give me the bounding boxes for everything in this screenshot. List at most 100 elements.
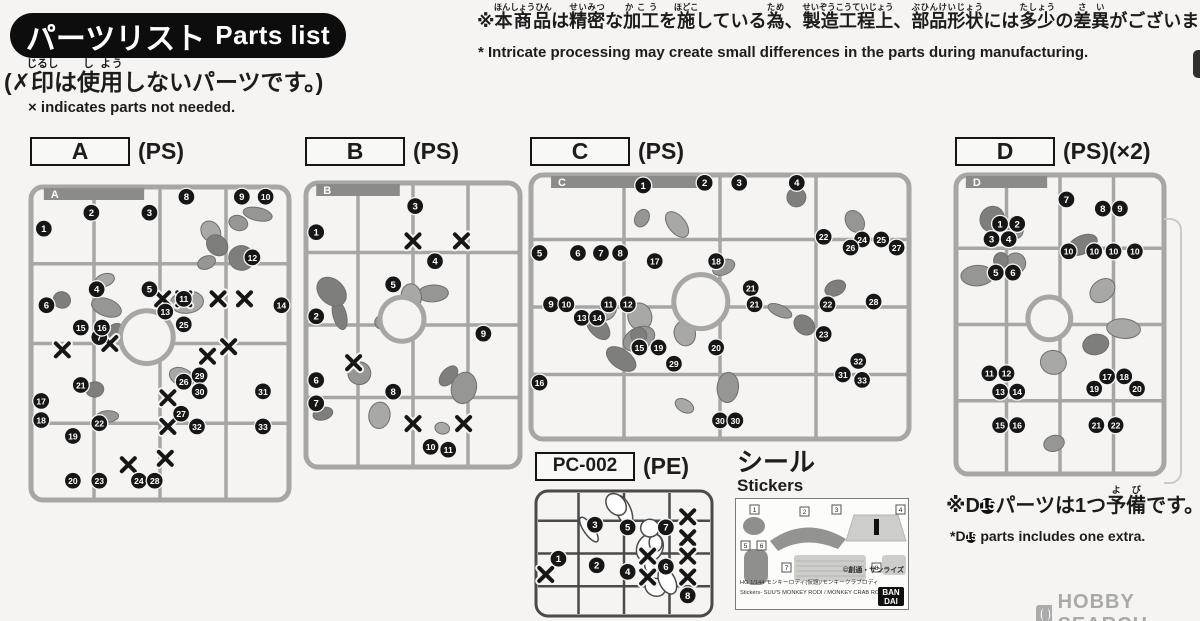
svg-text:17: 17 (650, 257, 660, 267)
svg-text:10: 10 (426, 442, 436, 452)
svg-text:18: 18 (1119, 372, 1129, 382)
svg-text:5: 5 (744, 543, 748, 550)
svg-text:4: 4 (899, 507, 903, 514)
svg-text:8: 8 (1100, 204, 1106, 215)
runner-b-material: (PS) (413, 137, 459, 164)
svg-text:7: 7 (97, 333, 102, 344)
svg-text:30: 30 (731, 416, 741, 426)
svg-text:21: 21 (1092, 421, 1102, 431)
svg-text:2: 2 (702, 178, 707, 189)
svg-text:31: 31 (838, 370, 848, 380)
svg-text:3: 3 (737, 178, 742, 189)
svg-text:B: B (323, 185, 331, 197)
svg-text:6: 6 (314, 376, 319, 387)
svg-text:13: 13 (577, 313, 587, 323)
runner-b-letter: B (346, 137, 364, 164)
svg-text:4: 4 (432, 257, 438, 268)
runner-pc002-header: PC-002 (PE) (535, 451, 689, 481)
svg-text:12: 12 (248, 253, 258, 263)
svg-text:25: 25 (179, 320, 189, 330)
svg-text:2: 2 (803, 509, 807, 516)
svg-text:16: 16 (535, 378, 545, 388)
runner-d-duplicate-outline (1164, 218, 1182, 484)
svg-text:13: 13 (995, 387, 1005, 397)
svg-text:5: 5 (147, 285, 153, 296)
svg-text:17: 17 (36, 396, 46, 406)
svg-text:6: 6 (575, 248, 580, 259)
svg-text:14: 14 (1012, 387, 1022, 397)
svg-text:7: 7 (598, 248, 603, 259)
svg-text:26: 26 (179, 377, 189, 387)
svg-text:3: 3 (989, 235, 994, 246)
svg-text:11: 11 (179, 294, 188, 304)
svg-text:20: 20 (68, 476, 78, 486)
svg-text:4: 4 (794, 178, 800, 189)
svg-text:1: 1 (753, 507, 757, 514)
svg-text:18: 18 (36, 415, 46, 425)
svg-text:12: 12 (1002, 369, 1012, 379)
svg-text:16: 16 (1012, 421, 1022, 431)
runner-a-letter: A (71, 137, 89, 164)
svg-text:21: 21 (76, 380, 86, 390)
svg-text:3: 3 (592, 520, 597, 531)
svg-text:2: 2 (89, 208, 94, 219)
svg-text:15: 15 (995, 421, 1005, 431)
svg-text:8: 8 (184, 192, 190, 203)
svg-text:5: 5 (391, 280, 397, 291)
svg-text:24: 24 (857, 235, 867, 245)
manufacturing-note-en: * Intricate processing may create small … (478, 44, 1089, 61)
svg-text:29: 29 (195, 371, 205, 381)
svg-text:4: 4 (625, 567, 631, 578)
svg-text:10: 10 (1089, 247, 1099, 257)
spare-part-note-en: *D15 parts includes one extra. (950, 528, 1146, 544)
svg-text:22: 22 (819, 232, 829, 242)
svg-text:11: 11 (985, 369, 994, 379)
svg-text:13: 13 (160, 307, 170, 317)
manufacturing-note-jp: ※本商品ほんしょうひんは精密せいみつな加工かこうを施ほどこしている為ため、製造工… (477, 3, 1200, 31)
svg-text:7: 7 (1064, 195, 1069, 206)
svg-text:4: 4 (94, 285, 100, 296)
runner-c-material: (PS) (638, 137, 684, 164)
svg-text:D: D (973, 177, 981, 189)
svg-text:11: 11 (604, 300, 613, 310)
svg-text:7: 7 (314, 399, 319, 410)
svg-text:24: 24 (134, 476, 144, 486)
svg-text:22: 22 (94, 419, 104, 429)
parts-list-banner: パーツリスト Parts list (10, 13, 346, 58)
runner-b-header: B (PS) (305, 136, 459, 166)
runner-c-label-box: C (530, 136, 630, 166)
svg-text:10: 10 (1109, 247, 1119, 257)
runner-c-header: C (PS) (530, 136, 684, 166)
svg-text:19: 19 (68, 431, 78, 441)
runner-d-header: D (PS)(×2) (955, 136, 1151, 166)
svg-text:5: 5 (993, 268, 999, 279)
svg-text:28: 28 (869, 297, 879, 307)
svg-text:10: 10 (261, 192, 271, 202)
svg-text:1: 1 (314, 228, 320, 239)
svg-text:18: 18 (711, 257, 721, 267)
stickers-title: シール Stickers (737, 449, 815, 494)
svg-text:8: 8 (685, 591, 691, 602)
svg-text:32: 32 (853, 356, 863, 366)
runner-d-letter: D (996, 137, 1014, 164)
spare-part-note-jp: ※D15パーツは1つ予備よびです。 (946, 485, 1200, 517)
svg-text:3: 3 (413, 202, 418, 213)
svg-text:14: 14 (277, 301, 287, 311)
svg-text:19: 19 (654, 343, 664, 353)
svg-text:28: 28 (150, 476, 160, 486)
svg-text:14: 14 (592, 313, 602, 323)
svg-text:2: 2 (594, 561, 599, 572)
svg-text:9: 9 (1117, 204, 1122, 215)
svg-text:©創通・サンライズ: ©創通・サンライズ (843, 565, 904, 574)
svg-text:1: 1 (556, 554, 562, 565)
svg-text:15: 15 (635, 343, 645, 353)
runner-d-material: (PS)(×2) (1063, 137, 1151, 164)
